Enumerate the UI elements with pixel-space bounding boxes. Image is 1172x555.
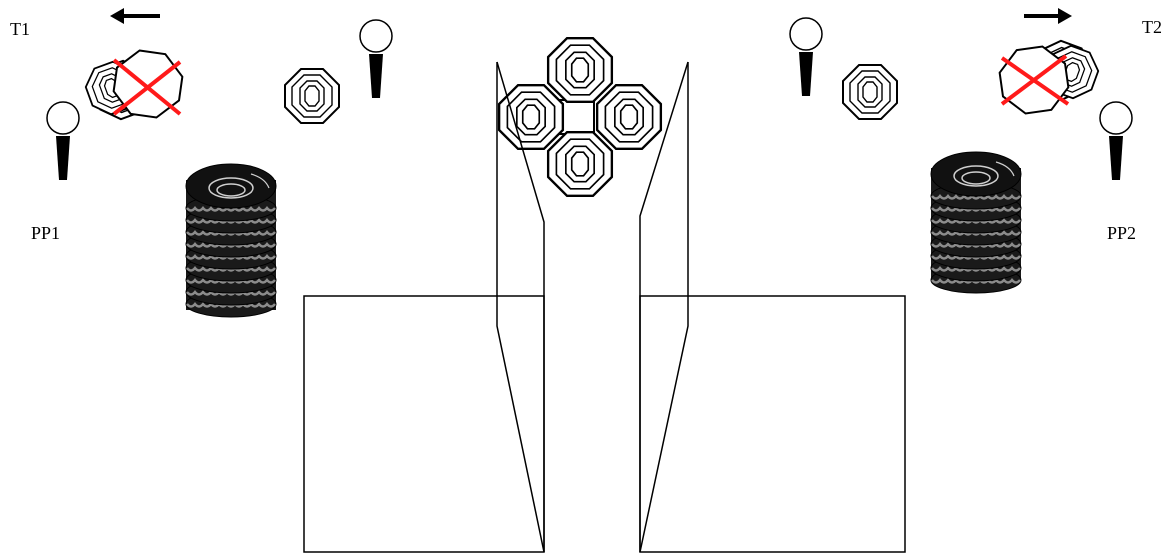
octagon-cluster [499, 38, 661, 196]
tire-stack-icon [931, 152, 1021, 293]
peg-icon [1100, 102, 1132, 180]
rejected-token-right [997, 35, 1103, 116]
octagon-piece-icon [499, 85, 563, 149]
label-t2: T2 [1142, 18, 1162, 36]
octagon-piece-icon [597, 85, 661, 149]
arrow-right-icon [1024, 8, 1072, 24]
peg-icon [790, 18, 822, 96]
octagon-piece-icon [548, 132, 612, 196]
octagon-piece-icon [548, 38, 612, 102]
box-right [640, 296, 905, 552]
tire-stack-icon [186, 164, 276, 317]
peg-icon [360, 20, 392, 98]
arrow-left-icon [110, 8, 160, 24]
octagon-piece-icon [843, 65, 897, 119]
box-left [304, 296, 544, 552]
octagon-piece-icon [285, 69, 339, 123]
label-t1: T1 [10, 20, 30, 38]
peg-icon [47, 102, 79, 180]
label-pp1: PP1 [31, 224, 60, 242]
label-pp2: PP2 [1107, 224, 1136, 242]
rejected-token-left [81, 48, 185, 125]
